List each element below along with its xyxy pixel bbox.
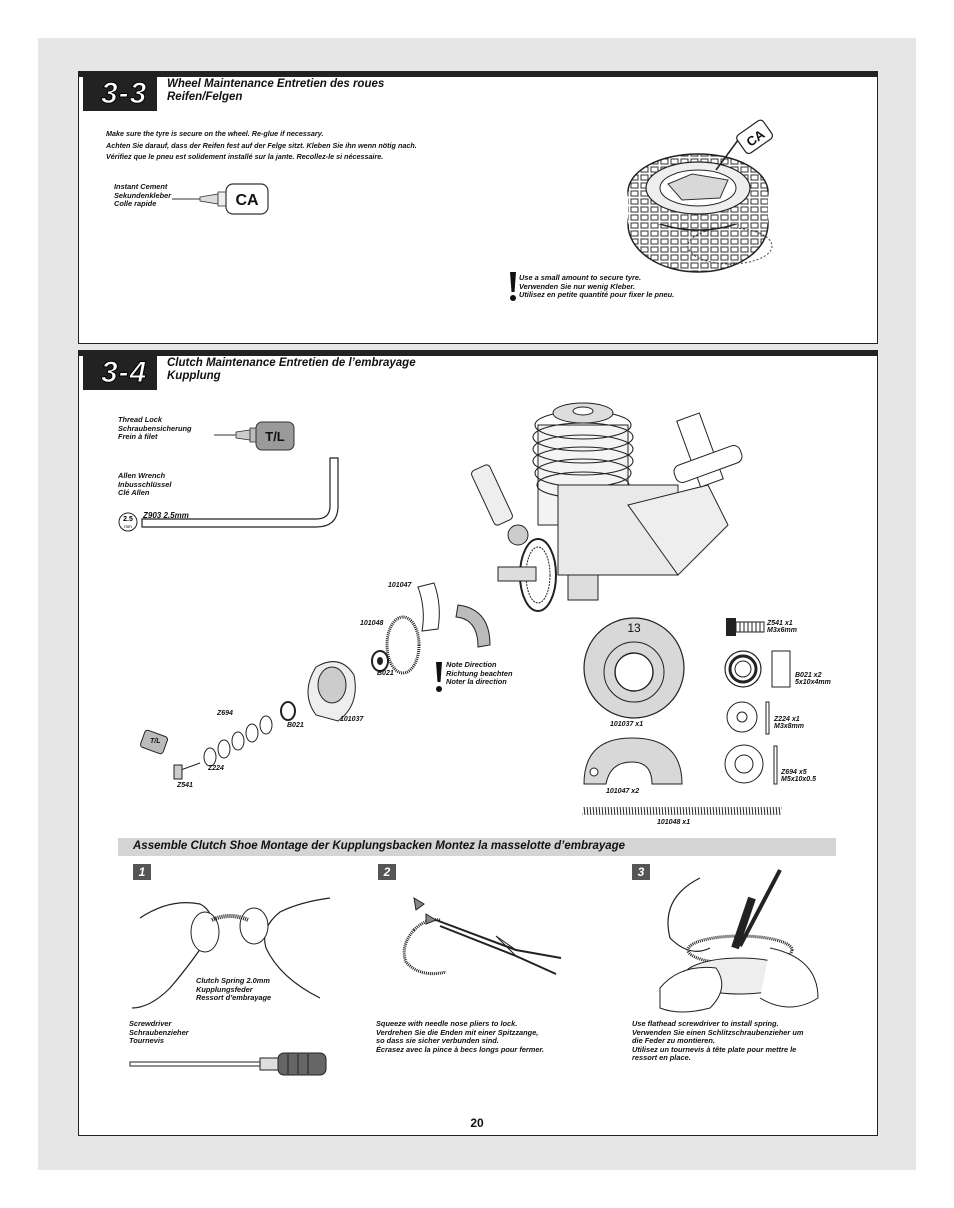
callout-z694: Z694 (217, 710, 233, 717)
screwdriver-label: Screwdriver Schraubenzieher Tournevis (129, 1019, 189, 1046)
step-3-badge: 3 (632, 864, 650, 880)
clutch-exploded-view (139, 582, 491, 780)
allen-wrench-icon: 2.5 mm (118, 457, 339, 532)
section-rule (79, 351, 877, 356)
clutch-shoe-icon (583, 737, 683, 785)
screw-z541-icon (726, 618, 765, 636)
screwdriver-installing-spring-illustration (659, 869, 819, 1013)
section-title: Wheel Maintenance Entretien des roues Re… (167, 78, 385, 103)
shim-z694-icon (724, 744, 778, 785)
step-1-badge: 1 (133, 864, 151, 880)
screwdriver-icon (129, 1052, 327, 1076)
section-number-badge: 3-3 (83, 77, 157, 111)
ca-bottle-icon: CA (172, 183, 269, 215)
pliers-closing-spring-illustration (402, 897, 562, 976)
step-2-instructions: Squeeze with needle nose pliers to lock.… (376, 1019, 545, 1054)
clutch-spring-label: Clutch Spring 2.0mm Kupplungsfeder Resso… (196, 976, 272, 1003)
hands-stretching-spring-illustration (131, 897, 331, 1009)
callout-101037: 101037 (340, 716, 364, 723)
tyre-warning-text: Use a small amount to secure tyre. Verwe… (519, 273, 675, 300)
z224-label: Z224 x1 M3x8mm (774, 716, 804, 730)
bearing-b021-icon (724, 650, 791, 688)
gear-part-label: 101037 x1 (610, 721, 644, 728)
note-direction-text: Note Direction Richtung beachten Noter l… (446, 660, 513, 687)
engine-illustration (471, 402, 743, 612)
allen-part-number: Z903 2.5mm (143, 511, 189, 520)
wheel-intro-text: Make sure the tyre is secure on the whee… (106, 129, 417, 161)
clutch-spring-icon (582, 807, 782, 815)
step-2-badge: 2 (378, 864, 396, 880)
assemble-clutch-shoe-header: Assemble Clutch Shoe Montage der Kupplun… (118, 838, 836, 856)
tyre-illustration: CA (627, 119, 774, 273)
warning-icon (510, 272, 516, 301)
svg-text:mm: mm (124, 524, 132, 529)
clutch-bell-gear-icon: 13 (583, 617, 685, 719)
thread-lock-label: Thread Lock Schraubensicherung Frein à f… (118, 415, 192, 442)
step-3-instructions: Use flathead screwdriver to install spri… (632, 1019, 804, 1063)
svg-text:13: 13 (627, 621, 641, 635)
section-title: Clutch Maintenance Entretien de l’embray… (167, 357, 416, 382)
ca-tag: CA (235, 192, 259, 209)
b021-label: B021 x2 5x10x4mm (795, 672, 831, 686)
section-number-badge: 3-4 (83, 356, 157, 390)
spring-part-label: 101048 x1 (657, 819, 691, 826)
svg-text:2.5: 2.5 (123, 516, 133, 523)
z541-label: Z541 x1 M3x6mm (767, 620, 797, 634)
callout-b021: B021 (377, 670, 394, 677)
instant-cement-label: Instant Cement Sekundenkleber Colle rapi… (114, 182, 172, 209)
callout-b021: B021 (287, 722, 304, 729)
callout-z224: Z224 (208, 765, 224, 772)
section-rule (79, 72, 877, 77)
callout-101047: 101047 (388, 582, 412, 589)
shoe-part-label: 101047 x2 (606, 788, 640, 795)
callout-101048: 101048 (360, 620, 384, 627)
thread-lock-bottle-icon: T/L (214, 421, 295, 451)
tl-tag: T/L (265, 429, 285, 444)
page-number: 20 (470, 1116, 484, 1130)
washer-z224-icon (726, 701, 770, 735)
callout-z541: Z541 (177, 782, 193, 789)
callout-tl: T/L (150, 738, 161, 745)
allen-wrench-label: Allen Wrench Inbusschlüssel Clé Allen (118, 471, 172, 498)
note-direction-icon (436, 662, 442, 692)
z694-label: Z694 x5 M5x10x0.5 (781, 769, 817, 783)
